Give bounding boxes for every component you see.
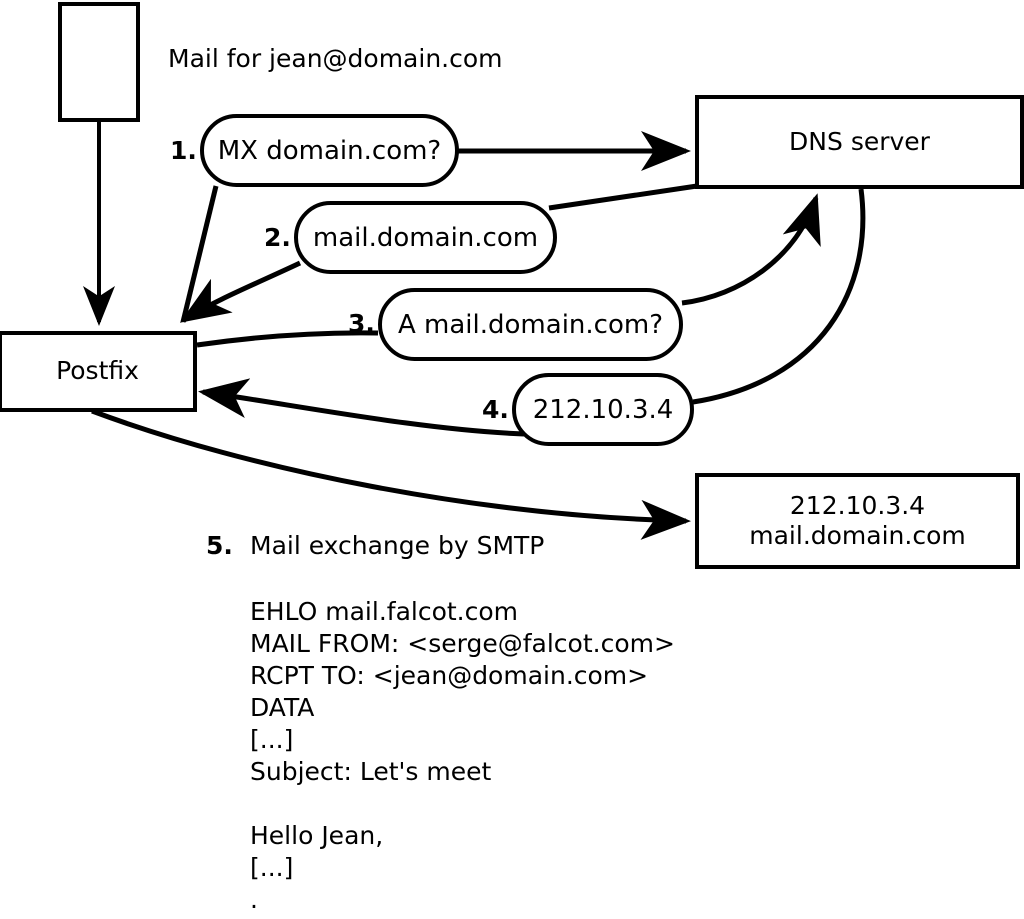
connector-step4-to-postfix — [198, 378, 525, 437]
smtp-line: [...] — [250, 725, 294, 754]
mail-for-note: Mail for jean@domain.com — [168, 44, 503, 73]
smtp-line: RCPT TO: <jean@domain.com> — [250, 661, 649, 690]
connector-step3-to-dns — [681, 193, 821, 306]
smtp-line: MAIL FROM: <serge@falcot.com> — [250, 629, 675, 658]
step-3-bubble[interactable]: A mail.domain.com? — [378, 288, 683, 361]
step-5-number: 5. — [206, 531, 233, 560]
smtp-line-blank — [250, 789, 675, 821]
step-2-number: 2. — [264, 223, 291, 252]
connector-step1-tail — [180, 185, 219, 323]
step-1-bubble-label: MX domain.com? — [217, 135, 442, 166]
node-dns-server-label: DNS server — [789, 126, 930, 156]
smtp-line: DATA — [250, 693, 315, 722]
step-4-bubble-label: 212.10.3.4 — [532, 394, 674, 425]
connector-postfix-to-step3 — [196, 330, 379, 348]
smtp-line: . — [250, 885, 258, 914]
node-destination-server[interactable]: 212.10.3.4 mail.domain.com — [695, 473, 1020, 569]
connector-dns-to-step2 — [548, 183, 698, 211]
connector-postfix-to-destination — [91, 408, 691, 540]
step-1-number: 1. — [170, 136, 197, 165]
step-3-number: 3. — [348, 309, 375, 338]
smtp-transcript: EHLO mail.falcot.com MAIL FROM: <serge@f… — [250, 597, 675, 917]
step-1-bubble[interactable]: MX domain.com? — [200, 114, 459, 187]
step-4-number: 4. — [482, 395, 509, 424]
node-postfix[interactable]: Postfix — [0, 331, 197, 412]
smtp-line: [...] — [250, 853, 294, 882]
node-postfix-label: Postfix — [56, 356, 139, 386]
connector-step2-to-postfix — [179, 260, 302, 323]
node-destination-ip: 212.10.3.4 — [789, 490, 926, 520]
node-dns-server[interactable]: DNS server — [695, 95, 1024, 189]
smtp-line: EHLO mail.falcot.com — [250, 597, 519, 626]
step-4-bubble[interactable]: 212.10.3.4 — [512, 373, 694, 446]
step-3-bubble-label: A mail.domain.com? — [398, 309, 663, 340]
node-destination-host: mail.domain.com — [749, 521, 966, 550]
connector-dns-to-step4 — [692, 188, 866, 405]
step-5-label: Mail exchange by SMTP — [250, 531, 545, 560]
source-box — [58, 2, 140, 122]
step-2-bubble[interactable]: mail.domain.com — [294, 201, 557, 274]
smtp-line: Subject: Let's meet — [250, 757, 492, 786]
step-2-bubble-label: mail.domain.com — [312, 222, 539, 253]
smtp-line: Hello Jean, — [250, 821, 384, 850]
